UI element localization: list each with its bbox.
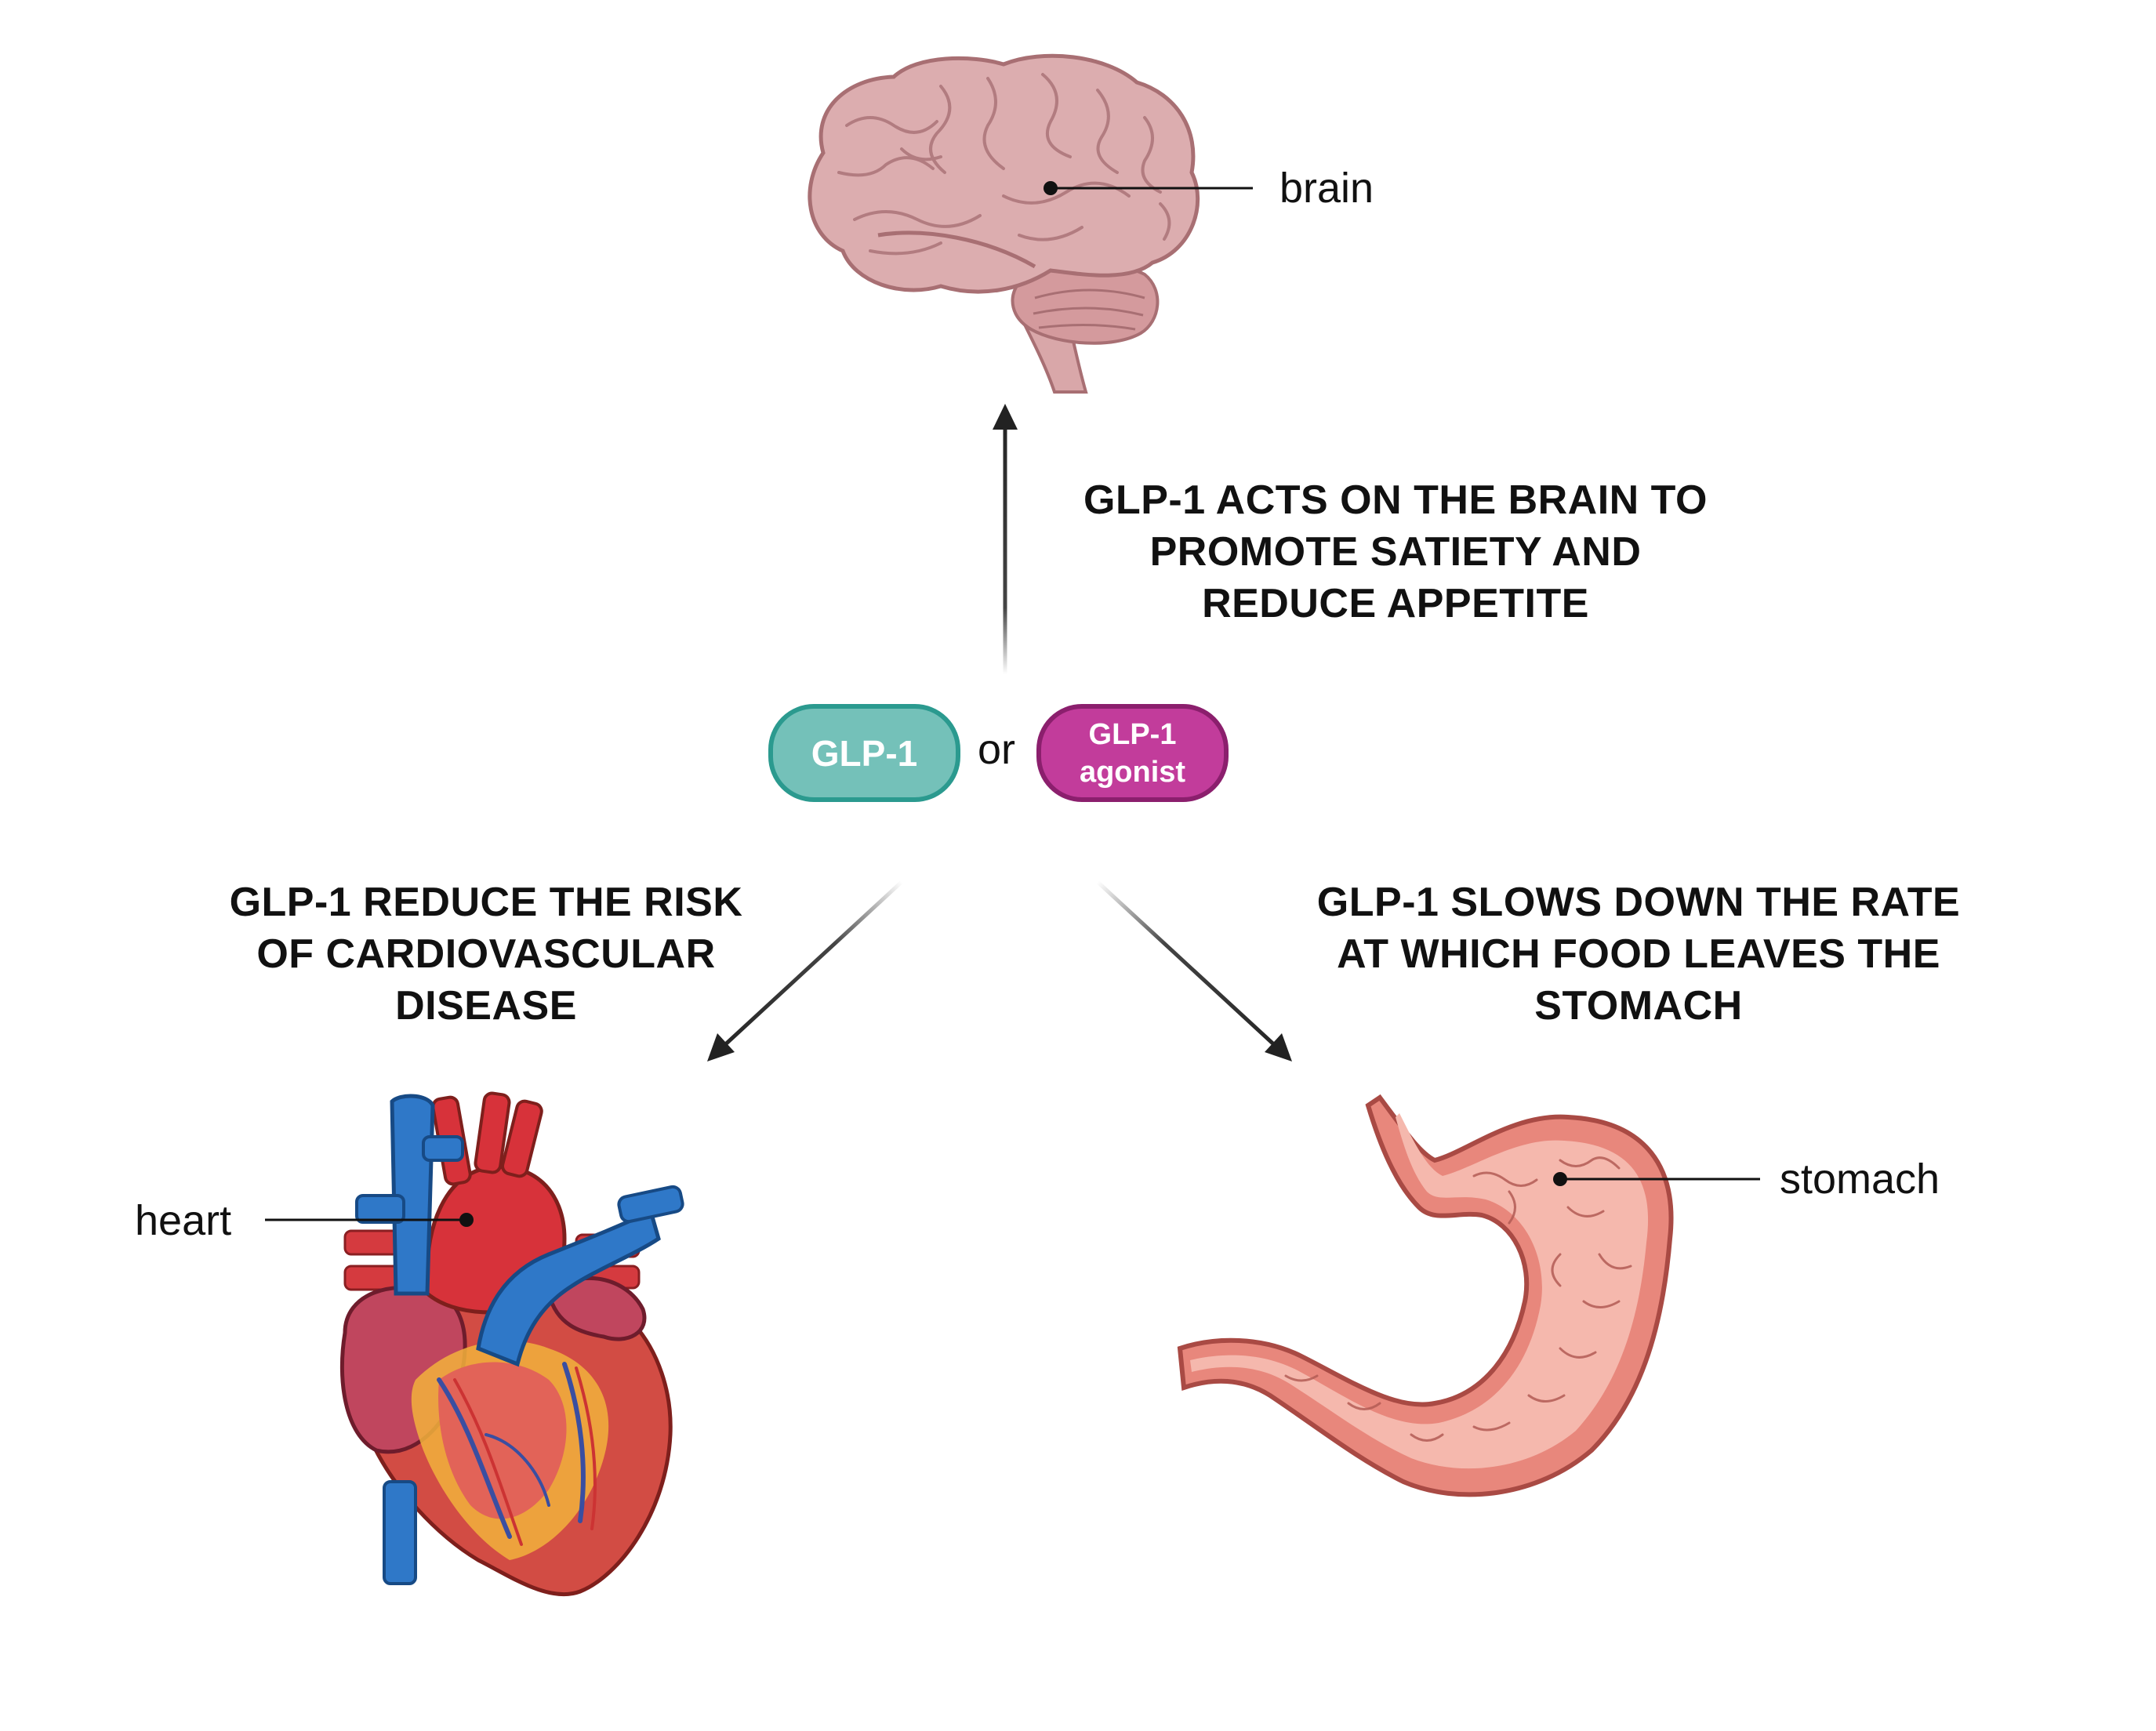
glp1-pill-label: GLP-1: [811, 732, 918, 774]
agonist-pill-line2: agonist: [1079, 755, 1186, 789]
stomach-caption: GLP-1 SLOWS DOWN THE RATE AT WHICH FOOD …: [1278, 876, 1999, 1032]
heart-illustration: [339, 1091, 684, 1597]
stomach-label: stomach: [1780, 1156, 1940, 1203]
arrow-to-brain: [993, 404, 1018, 674]
brain-caption-line: GLP-1 ACTS ON THE BRAIN TO: [1083, 477, 1708, 523]
heart-caption: GLP-1 REDUCE THE RISK OF CARDIOVASCULAR …: [165, 876, 808, 1032]
stomach-pointer: [1553, 1172, 1760, 1186]
heart-caption-line: DISEASE: [395, 983, 577, 1029]
heart-caption-line: GLP-1 REDUCE THE RISK: [229, 880, 743, 925]
brain-caption-line: PROMOTE SATIETY AND: [1149, 529, 1642, 575]
stomach-caption-line: GLP-1 SLOWS DOWN THE RATE: [1316, 880, 1961, 925]
or-label: or: [978, 726, 1016, 773]
brain-pointer: [1044, 181, 1253, 195]
arrow-to-stomach: [1096, 880, 1292, 1061]
glp1-agonist-pill: GLP-1 agonist: [1036, 704, 1229, 802]
heart-caption-line: OF CARDIOVASCULAR: [256, 931, 716, 977]
arrow-to-heart: [707, 880, 903, 1061]
heart-label: heart: [135, 1197, 232, 1244]
brain-label: brain: [1279, 165, 1374, 212]
brain-illustration: [808, 53, 1200, 394]
brain-caption-line: REDUCE APPETITE: [1202, 581, 1589, 626]
stomach-caption-line: STOMACH: [1534, 983, 1743, 1029]
stomach-caption-line: AT WHICH FOOD LEAVES THE: [1337, 931, 1940, 977]
agonist-pill-line1: GLP-1: [1088, 717, 1177, 751]
stomach-illustration: [1177, 1094, 1674, 1497]
glp1-pill: GLP-1: [768, 704, 960, 802]
brain-caption: GLP-1 ACTS ON THE BRAIN TO PROMOTE SATIE…: [1043, 474, 1748, 630]
heart-pointer: [265, 1213, 474, 1227]
